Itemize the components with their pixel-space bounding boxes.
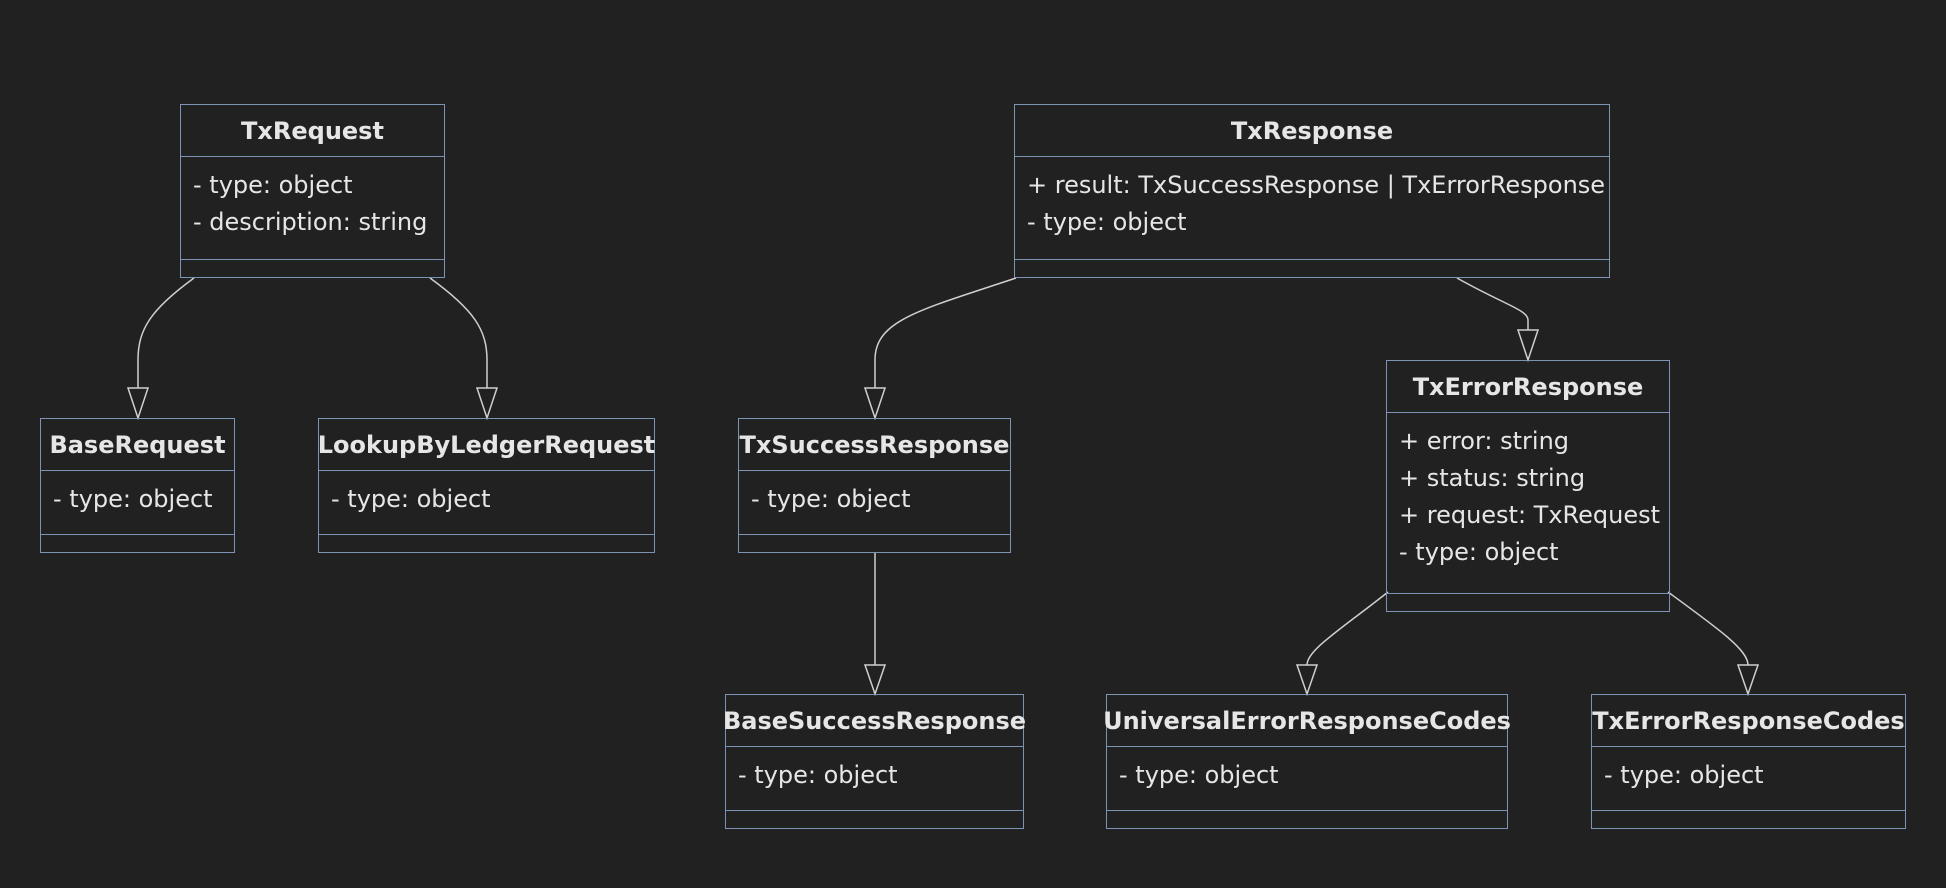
class-box-universalerrorresponsecodes[interactable]: UniversalErrorResponseCodes - type: obje… bbox=[1103, 694, 1511, 829]
edge-txerrorresponse-universalerrorresponsecodes bbox=[1306, 591, 1389, 666]
class-attribute: + result: TxSuccessResponse | TxErrorRes… bbox=[1027, 171, 1606, 199]
class-attribute: - type: object bbox=[1119, 761, 1279, 789]
class-name: TxRequest bbox=[181, 105, 444, 157]
class-box-txrequest[interactable]: TxRequest - type: object - description: … bbox=[180, 104, 445, 278]
class-attributes: - type: object bbox=[726, 747, 1023, 800]
arrowhead-basesuccessresponse bbox=[863, 664, 887, 697]
class-attribute: - type: object bbox=[1027, 208, 1187, 236]
class-attribute: - type: object bbox=[53, 485, 213, 513]
class-attributes: + result: TxSuccessResponse | TxErrorRes… bbox=[1015, 157, 1609, 247]
class-attributes: - type: object bbox=[739, 471, 1010, 524]
class-attribute: + request: TxRequest bbox=[1399, 501, 1661, 529]
arrowhead-baserequest bbox=[126, 387, 150, 421]
class-box-lookupbyledgerrequest[interactable]: LookupByLedgerRequest - type: object bbox=[318, 418, 655, 553]
class-name: BaseRequest bbox=[41, 419, 234, 471]
class-attributes: - type: object bbox=[1592, 747, 1905, 800]
arrowhead-universalerrorresponsecodes bbox=[1295, 664, 1319, 697]
class-name: TxErrorResponseCodes bbox=[1592, 695, 1905, 747]
class-methods bbox=[1015, 259, 1609, 277]
class-box-basesuccessresponse[interactable]: BaseSuccessResponse - type: object bbox=[723, 694, 1026, 829]
class-attribute: - type: object bbox=[1399, 538, 1559, 566]
class-attribute: - type: object bbox=[1604, 761, 1764, 789]
class-methods bbox=[319, 534, 654, 552]
class-attribute: - type: object bbox=[193, 171, 353, 199]
edge-txresponse-txerrorresponse bbox=[1456, 277, 1529, 330]
class-name: LookupByLedgerRequest bbox=[318, 419, 655, 471]
edge-txerrorresponse-txerrorresponsecodes bbox=[1667, 591, 1749, 666]
class-attribute: - type: object bbox=[751, 485, 911, 513]
class-box-txerrorresponse[interactable]: TxErrorResponse + error: string + status… bbox=[1386, 360, 1670, 612]
class-name: TxErrorResponse bbox=[1387, 361, 1669, 413]
class-methods bbox=[181, 259, 444, 277]
class-methods bbox=[726, 810, 1023, 828]
class-attributes: - type: object bbox=[1107, 747, 1507, 800]
edge-txrequest-baserequest bbox=[137, 277, 195, 388]
arrowhead-txsuccessresponse bbox=[863, 387, 887, 421]
class-attribute: + status: string bbox=[1399, 464, 1586, 492]
class-attributes: - type: object bbox=[41, 471, 234, 524]
class-attribute: - type: object bbox=[331, 485, 491, 513]
class-attribute: - description: string bbox=[193, 208, 428, 236]
class-attributes: - type: object bbox=[319, 471, 654, 524]
class-attributes: + error: string + status: string + reque… bbox=[1387, 413, 1669, 577]
class-methods bbox=[1387, 593, 1669, 611]
class-box-baserequest[interactable]: BaseRequest - type: object bbox=[40, 418, 235, 553]
class-name: BaseSuccessResponse bbox=[723, 695, 1026, 747]
class-methods bbox=[41, 534, 234, 552]
class-name: TxResponse bbox=[1015, 105, 1609, 157]
class-box-txsuccessresponse[interactable]: TxSuccessResponse - type: object bbox=[738, 418, 1011, 553]
edge-txresponse-txsuccessresponse bbox=[874, 277, 1017, 388]
edge-txrequest-lookupbyledgerrequest bbox=[429, 277, 488, 388]
class-attribute: + error: string bbox=[1399, 427, 1570, 455]
class-methods bbox=[1107, 810, 1507, 828]
arrowhead-txerrorresponsecodes bbox=[1736, 664, 1760, 697]
class-box-txresponse[interactable]: TxResponse + result: TxSuccessResponse |… bbox=[1014, 104, 1610, 278]
class-attribute: - type: object bbox=[738, 761, 898, 789]
class-name: UniversalErrorResponseCodes bbox=[1103, 695, 1511, 747]
arrowhead-txerrorresponse bbox=[1516, 329, 1540, 363]
class-attributes: - type: object - description: string bbox=[181, 157, 444, 247]
arrowhead-lookupbyledgerrequest bbox=[475, 387, 499, 421]
class-box-txerrorresponsecodes[interactable]: TxErrorResponseCodes - type: object bbox=[1591, 694, 1906, 829]
class-methods bbox=[739, 534, 1010, 552]
class-name: TxSuccessResponse bbox=[739, 419, 1010, 471]
class-methods bbox=[1592, 810, 1905, 828]
